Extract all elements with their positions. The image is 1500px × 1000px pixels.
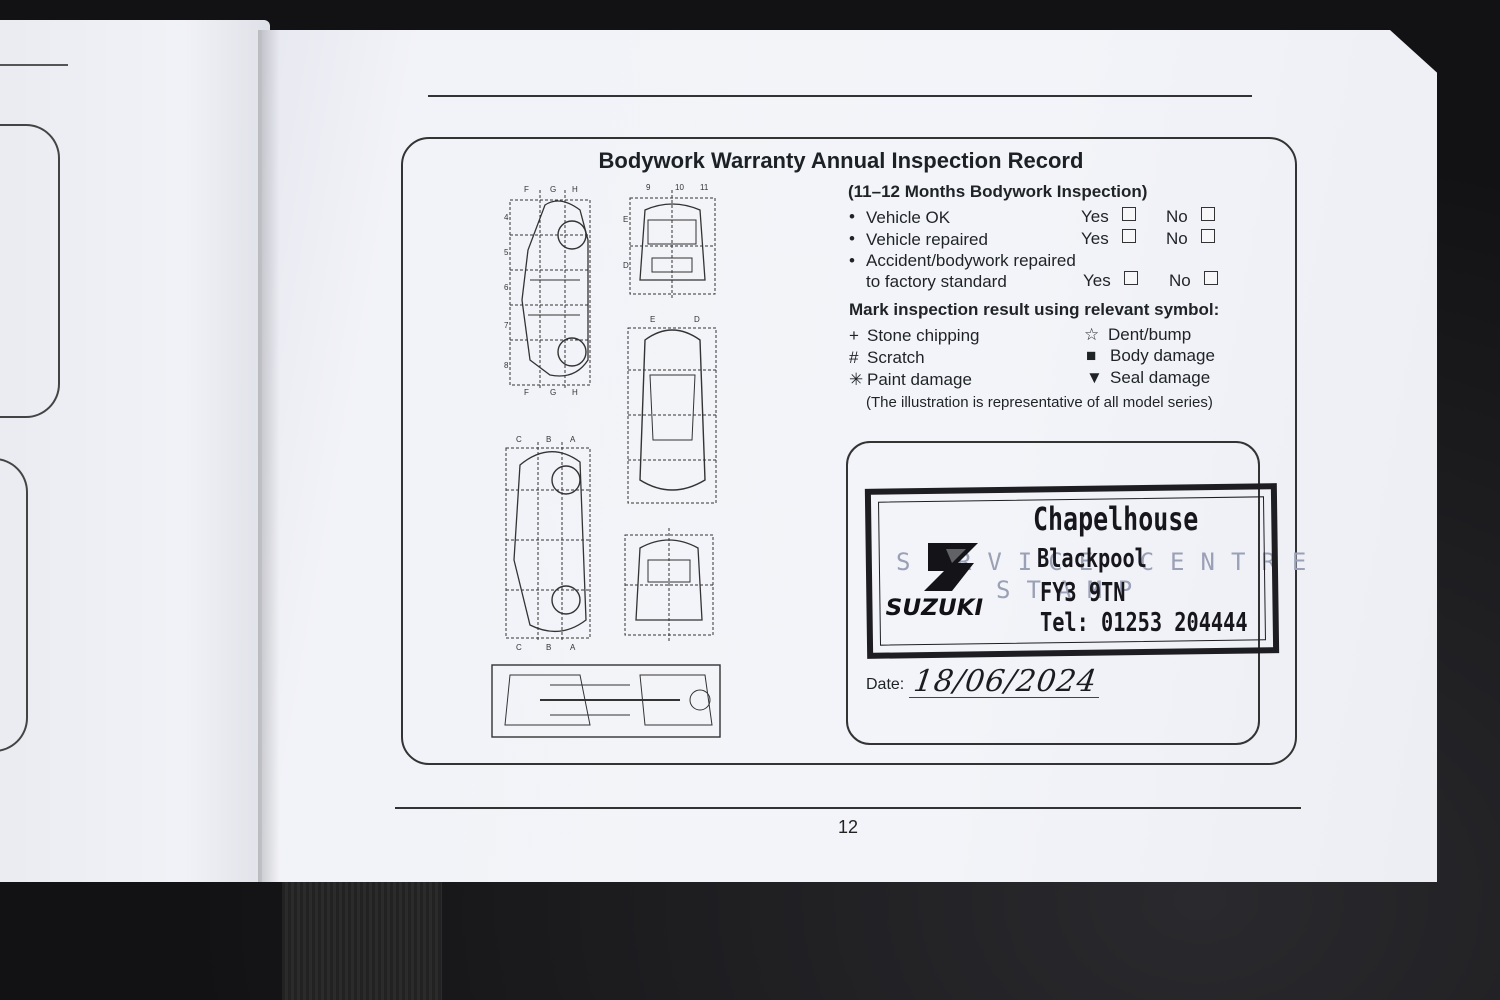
inspection-record-box [401, 137, 1297, 765]
no-label: No [1166, 207, 1188, 226]
diagram-label: H [572, 388, 578, 397]
diagram-label: G [550, 388, 556, 397]
stamp-phone: Tel: 01253 204444 [1040, 608, 1248, 638]
diagram-label: 7 [504, 321, 509, 330]
fabric-strap [282, 880, 442, 1000]
front-view-diagram [629, 190, 716, 300]
diagram-label: 10 [675, 183, 684, 192]
stamp-town: Blackpool [1037, 544, 1147, 574]
symbol-stone-chipping: + Stone chipping [849, 326, 979, 346]
stamp-postcode: FY3 9TN [1040, 578, 1126, 608]
diagram-label: G [550, 185, 556, 194]
diagram-label: E [623, 215, 628, 224]
symbol-paint-damage: ✳Paint damage [849, 370, 972, 390]
hash-icon: # [849, 348, 859, 367]
yes-label: Yes [1081, 229, 1109, 248]
bullet: • [849, 207, 855, 226]
triangle-down-icon: ▼ [1086, 368, 1103, 387]
diagram-label: H [572, 185, 578, 194]
accident-repaired-no-checkbox[interactable] [1204, 271, 1218, 285]
star-outline-icon: ☆ [1084, 325, 1100, 344]
side-view-diagram [509, 190, 591, 390]
symbol-label: Paint damage [867, 370, 972, 389]
symbol-label: Seal damage [1110, 368, 1211, 387]
no-label: No [1166, 229, 1188, 248]
vehicle-repaired-no-checkbox[interactable] [1201, 229, 1215, 243]
bullet: • [849, 251, 855, 270]
gutter-shadow [258, 30, 280, 882]
underside-diagram [491, 664, 721, 738]
asterisk-icon: ✳ [849, 370, 864, 389]
suzuki-logo-icon [924, 543, 978, 591]
plus-icon: + [849, 326, 859, 345]
check-label-accident-line1: Accident/bodywork repaired [866, 251, 1076, 270]
symbol-seal-damage: ▼ Seal damage [1086, 368, 1210, 388]
symbol-dent-bump: ☆ Dent/bump [1084, 325, 1191, 345]
left-page-box-bottom [0, 458, 28, 752]
form-subtitle: (11–12 Months Bodywork Inspection) [848, 182, 1148, 201]
symbol-label: Scratch [867, 348, 925, 367]
diagram-label: D [694, 315, 700, 324]
vehicle-repaired-yes-checkbox[interactable] [1122, 229, 1136, 243]
form-title: Bodywork Warranty Annual Inspection Reco… [598, 148, 1084, 173]
footer-rule [395, 807, 1301, 809]
handwritten-date[interactable]: 18/06/2024 [911, 664, 1100, 699]
filled-square-icon: ■ [1086, 346, 1097, 365]
yes-label: Yes [1081, 207, 1109, 226]
diagram-label: A [570, 435, 576, 444]
accident-repaired-yes-checkbox[interactable] [1124, 271, 1138, 285]
diagram-label: 6 [504, 283, 509, 292]
diagram-label: F [524, 185, 529, 194]
rear-view-diagram [624, 528, 714, 642]
symbol-label: Stone chipping [867, 326, 980, 345]
date-label: Date: [866, 676, 905, 693]
vehicle-ok-no-checkbox[interactable] [1201, 207, 1215, 221]
vehicle-ok-yes-checkbox[interactable] [1122, 207, 1136, 221]
check-label-vehicle-repaired: Vehicle repaired [866, 230, 988, 249]
stamp-dealer-name: Chapelhouse [1033, 500, 1199, 538]
top-view-diagram [627, 327, 717, 504]
diagram-label: B [546, 643, 551, 652]
symbol-body-damage: ■ Body damage [1086, 346, 1215, 366]
left-page [0, 20, 270, 882]
left-page-box-top [0, 124, 60, 418]
vehicle-diagrams: F G H 4 5 6 7 8 F G H 9 10 11 E D E D C … [491, 183, 721, 738]
suzuki-wordmark: SUZUKI [885, 596, 984, 621]
check-label-vehicle-ok: Vehicle OK [866, 208, 951, 227]
diagram-label: C [516, 643, 522, 652]
side-view-diagram-rear [505, 442, 591, 642]
faint-stamp: STAMP [996, 576, 1149, 604]
page-number: 12 [837, 817, 859, 837]
stamp-panel [846, 441, 1260, 745]
left-page-rule [0, 64, 68, 66]
bullet: • [849, 229, 855, 248]
check-label-accident-line2: to factory standard [866, 272, 1007, 291]
symbol-scratch: # Scratch [849, 348, 925, 368]
diagram-label: A [570, 643, 576, 652]
yes-label: Yes [1083, 271, 1111, 290]
diagram-label: 8 [504, 361, 509, 370]
diagram-label: 4 [504, 213, 509, 222]
diagram-label: 9 [646, 183, 651, 192]
no-label: No [1169, 271, 1191, 290]
date-underline [909, 697, 1099, 698]
diagram-label: C [516, 435, 522, 444]
diagram-label: B [546, 435, 551, 444]
symbol-label: Body damage [1110, 346, 1215, 365]
illustration-note: (The illustration is representative of a… [866, 394, 1213, 411]
symbols-heading: Mark inspection result using relevant sy… [849, 300, 1220, 319]
symbol-label: Dent/bump [1108, 325, 1192, 344]
diagram-label: D [623, 261, 629, 270]
diagram-label: F [524, 388, 529, 397]
header-rule [428, 95, 1252, 97]
diagram-label: 11 [700, 183, 709, 192]
diagram-label: 5 [504, 248, 509, 257]
diagram-label: E [650, 315, 655, 324]
